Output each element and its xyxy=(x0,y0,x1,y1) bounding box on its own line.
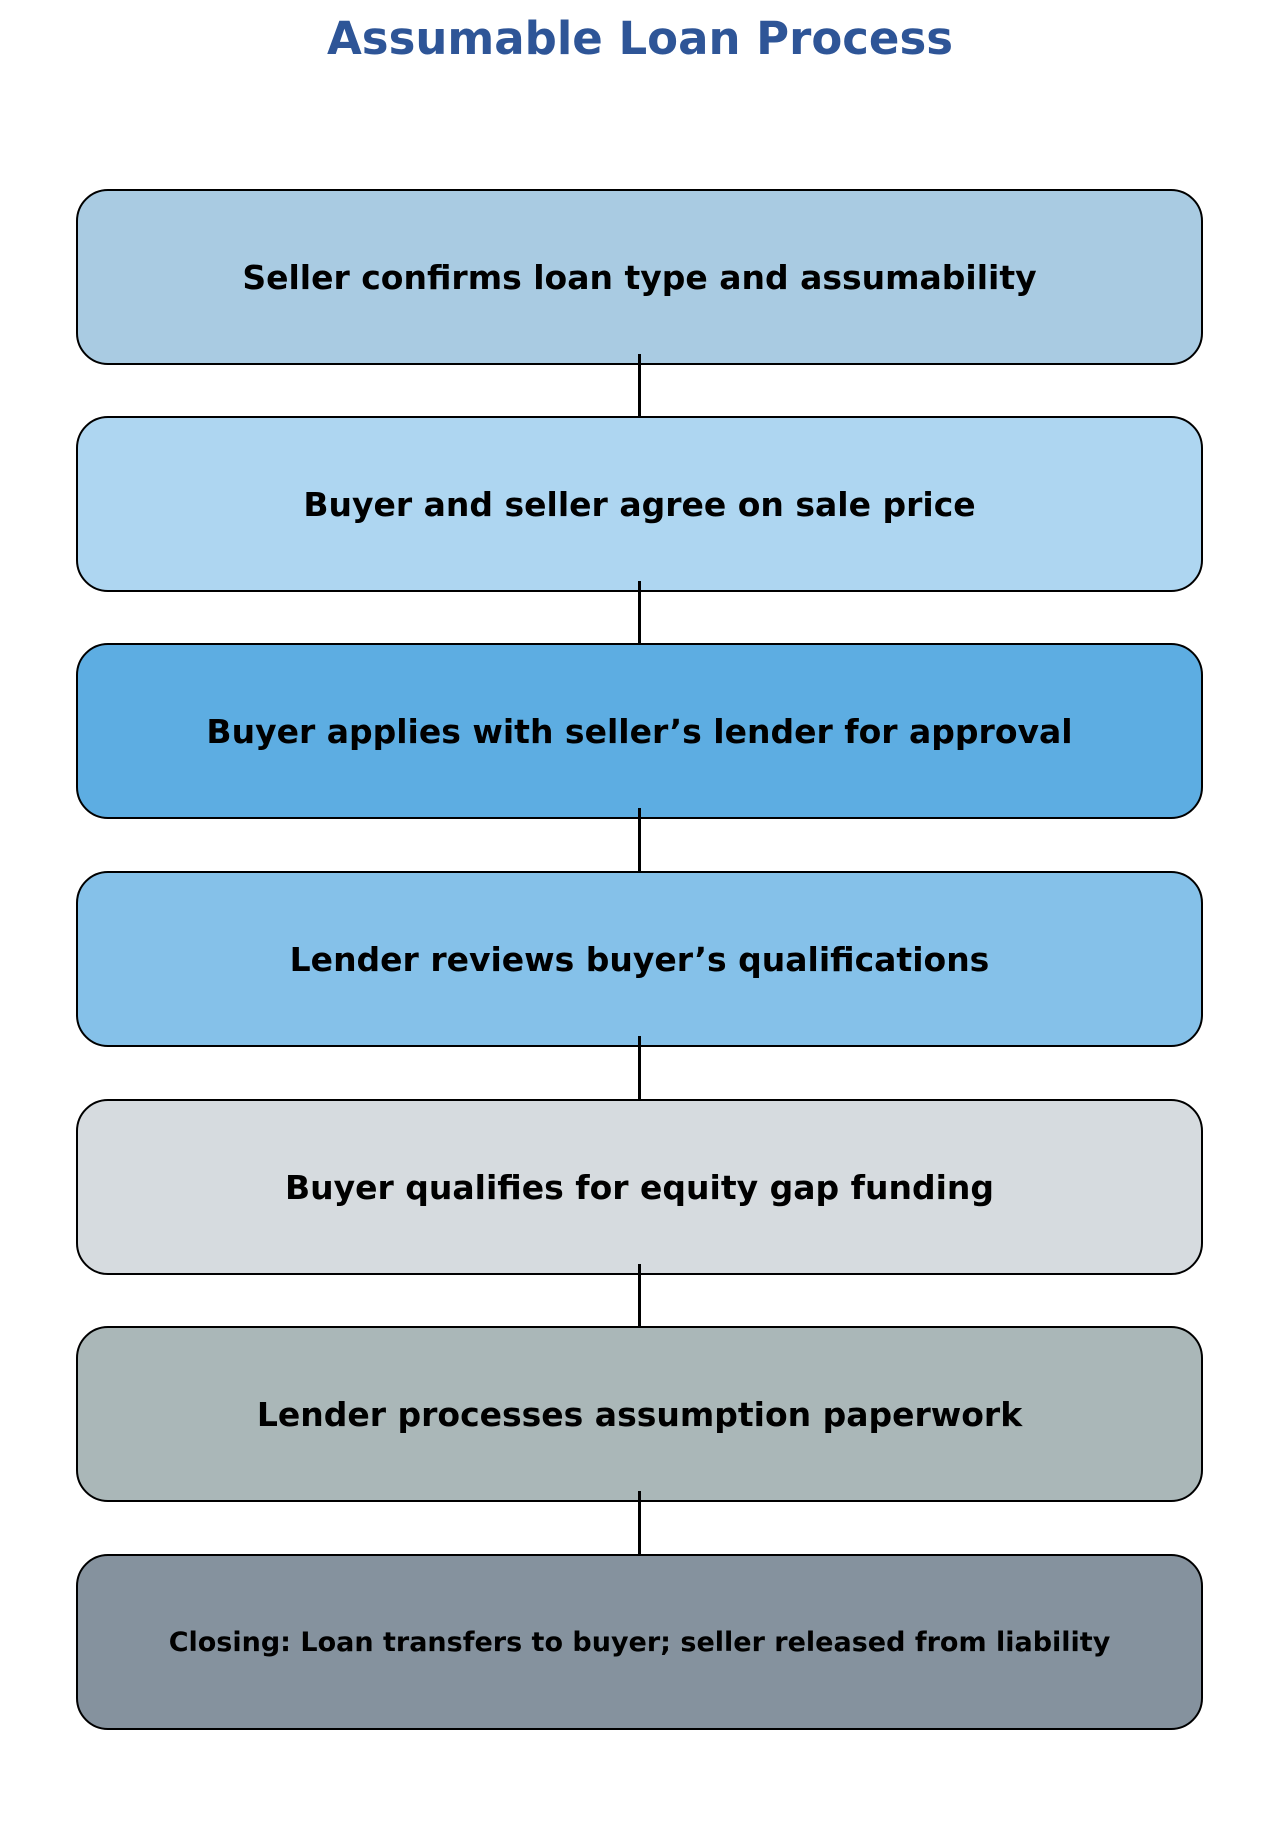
diagram-title: Assumable Loan Process xyxy=(326,12,954,65)
step-3-box: Buyer applies with seller’s lender for a… xyxy=(76,643,1203,819)
step-2-box: Buyer and seller agree on sale price xyxy=(76,416,1203,592)
connector-line xyxy=(638,581,641,644)
step-4-label: Lender reviews buyer’s qualifications xyxy=(289,939,990,979)
step-5-label: Buyer qualifies for equity gap funding xyxy=(284,1167,995,1207)
connector-line xyxy=(638,1264,641,1327)
step-4-box: Lender reviews buyer’s qualifications xyxy=(76,871,1203,1047)
step-3-label: Buyer applies with seller’s lender for a… xyxy=(206,711,1073,751)
step-7-box: Closing: Loan transfers to buyer; seller… xyxy=(76,1554,1203,1730)
connector-line xyxy=(638,808,641,871)
step-6-label: Lender processes assumption paperwork xyxy=(256,1394,1023,1434)
step-2-label: Buyer and seller agree on sale price xyxy=(303,484,976,524)
step-5-box: Buyer qualifies for equity gap funding xyxy=(76,1099,1203,1275)
step-6-box: Lender processes assumption paperwork xyxy=(76,1326,1203,1502)
connector-line xyxy=(638,354,641,417)
connector-line xyxy=(638,1036,641,1099)
step-1-label: Seller confirms loan type and assumabili… xyxy=(242,257,1037,297)
connector-line xyxy=(638,1491,641,1554)
step-7-label: Closing: Loan transfers to buyer; seller… xyxy=(168,1626,1111,1658)
step-1-box: Seller confirms loan type and assumabili… xyxy=(76,189,1203,365)
